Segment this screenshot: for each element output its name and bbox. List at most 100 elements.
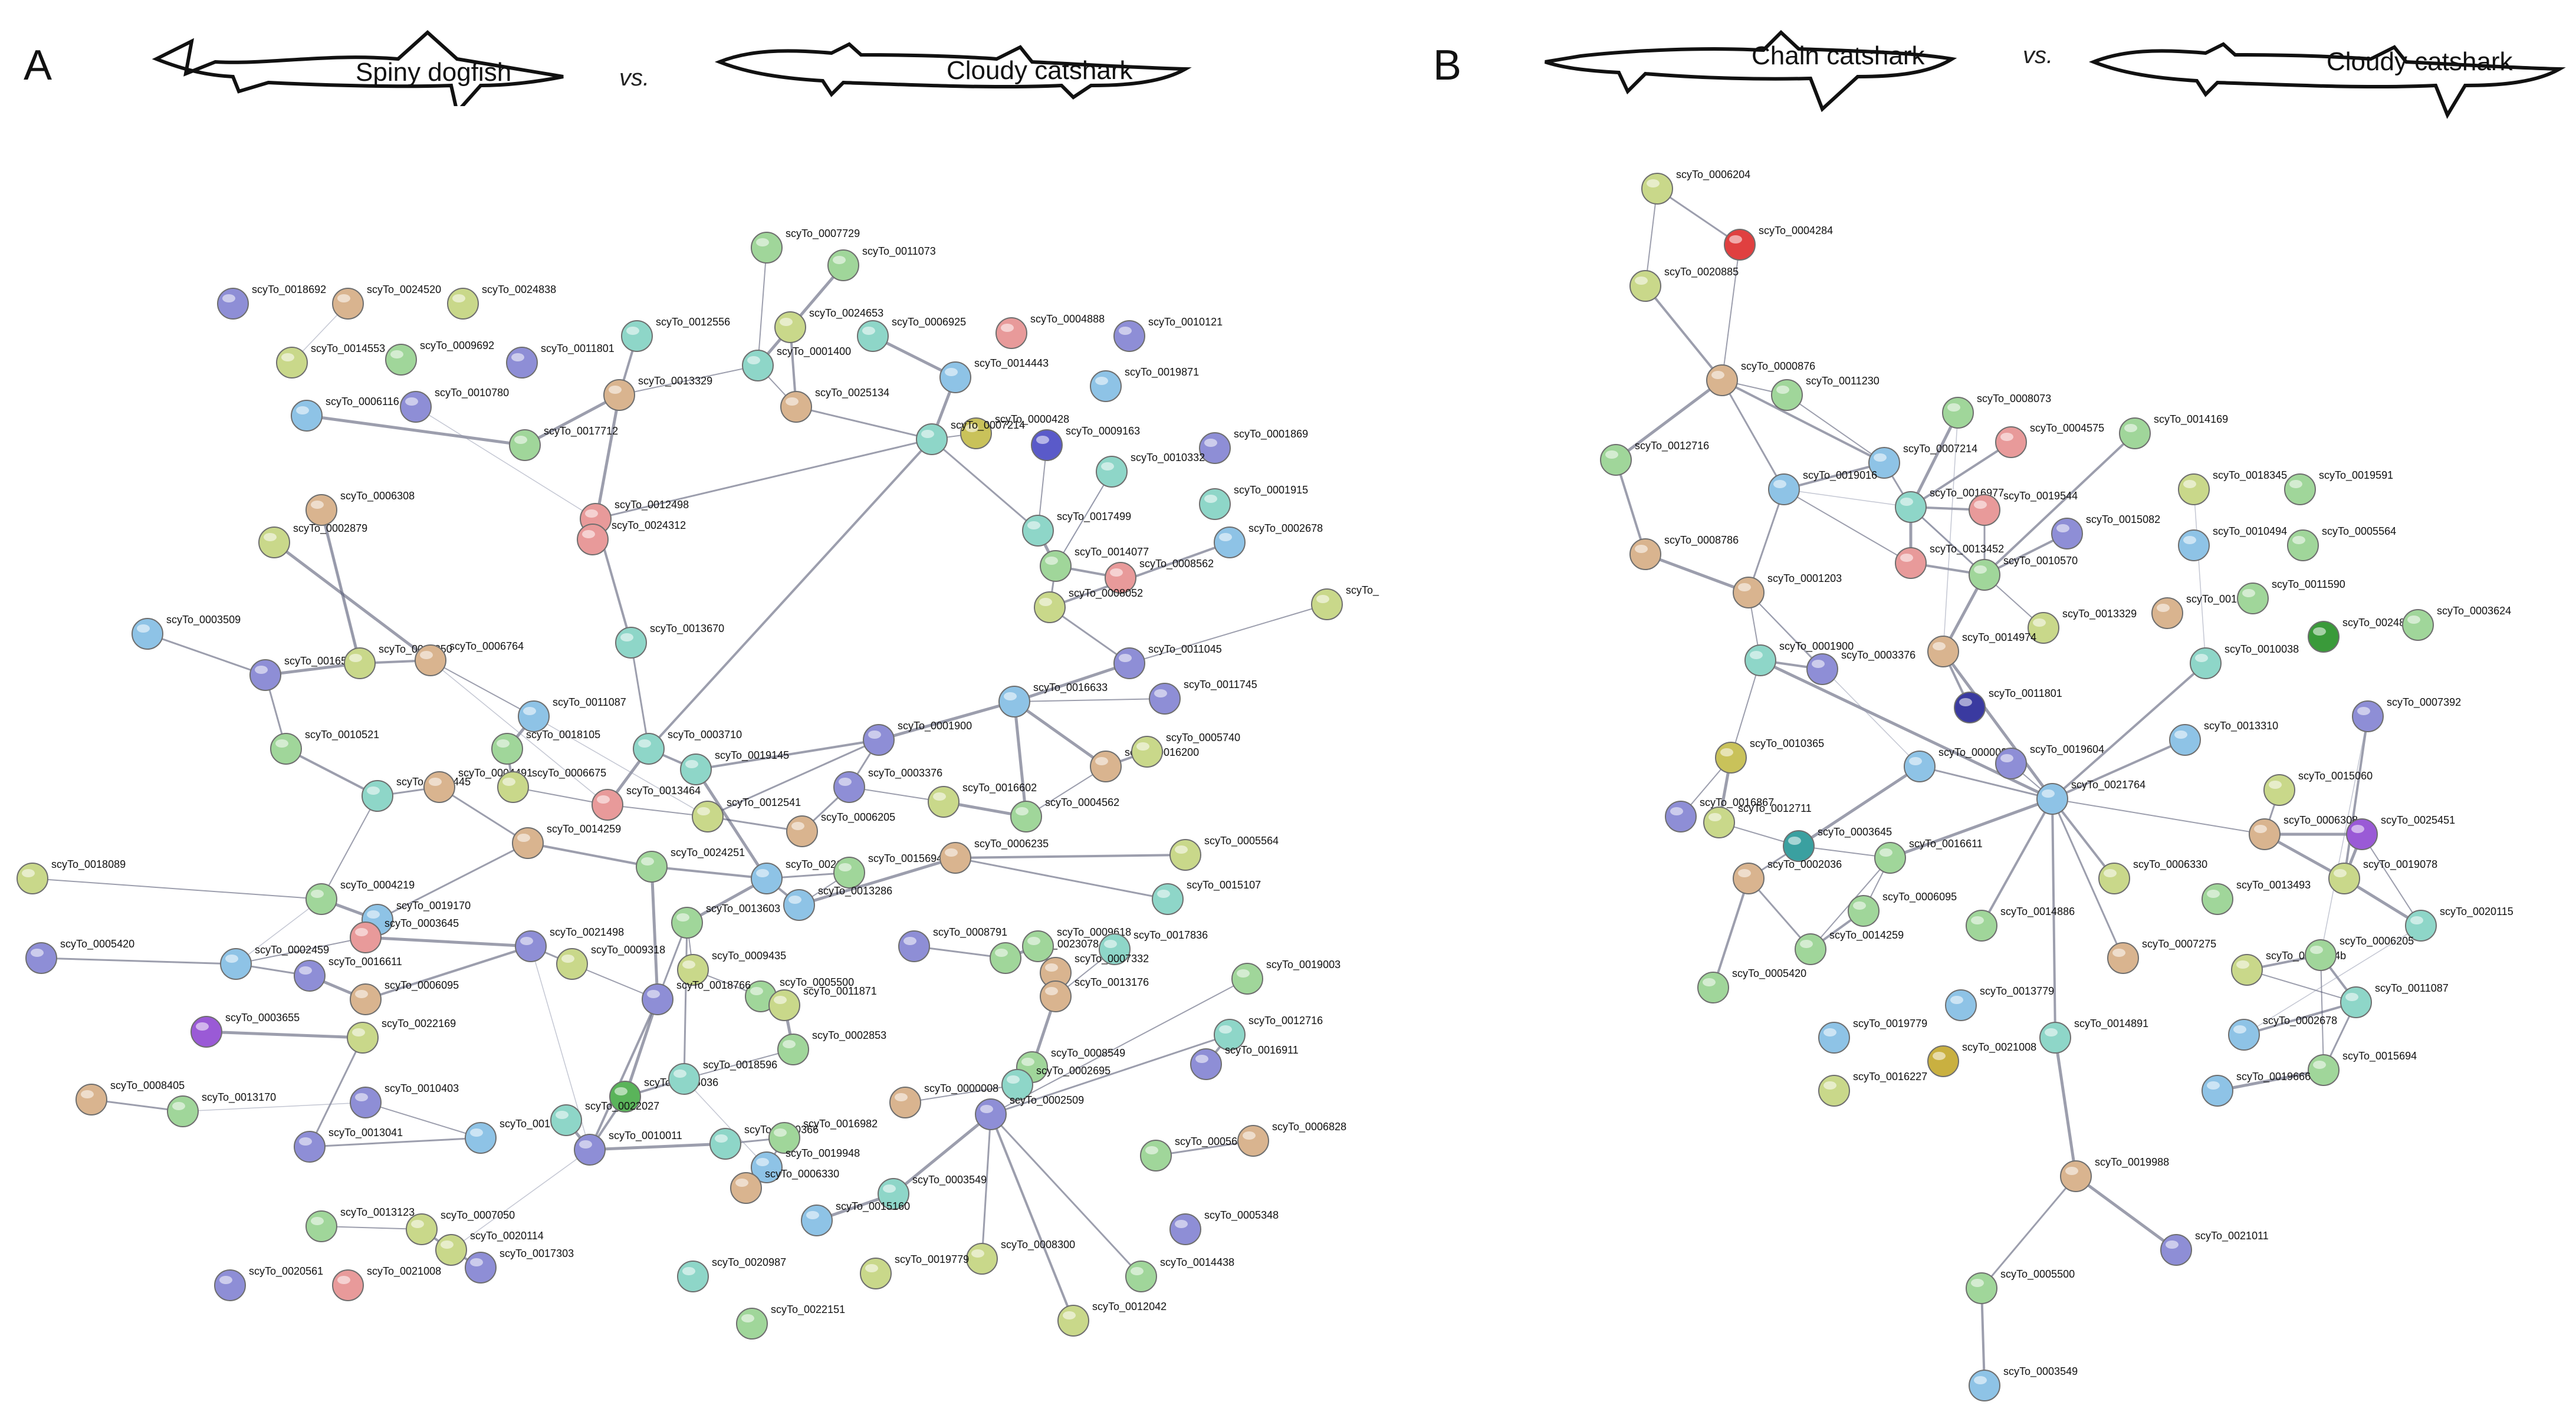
protein-node[interactable]: scyTo_0013670: [615, 623, 724, 659]
protein-node[interactable]: scyTo_0001915: [1199, 484, 1308, 520]
protein-node[interactable]: scyTo_0007445: [362, 776, 471, 812]
protein-node[interactable]: scyTo_0007275: [2107, 938, 2216, 974]
protein-node[interactable]: scyTo_0012498: [580, 499, 689, 535]
protein-node[interactable]: scyTo_0002459: [220, 944, 329, 980]
protein-node[interactable]: scyTo_0025451: [2346, 814, 2455, 850]
protein-node[interactable]: scyTo_0011801: [506, 343, 615, 379]
protein-node[interactable]: scyTo_0015694: [833, 853, 942, 889]
protein-node[interactable]: scyTo_0010494: [2178, 525, 2287, 561]
protein-node[interactable]: scyTo_0006235: [939, 838, 1049, 874]
protein-node[interactable]: scyTo_0003376: [833, 767, 942, 803]
protein-node[interactable]: scyTo_0022169: [347, 1018, 456, 1054]
protein-node[interactable]: scyTo_0002036: [1733, 858, 1842, 894]
protein-node[interactable]: scyTo_0011590: [2237, 578, 2345, 614]
protein-node[interactable]: scyTo_0021764: [2036, 779, 2145, 815]
protein-node[interactable]: scyTo_0011871: [768, 985, 877, 1021]
protein-node[interactable]: scyTo_0006205: [786, 811, 895, 847]
protein-node[interactable]: scyTo_0005564: [2287, 525, 2396, 561]
protein-node[interactable]: scyTo_0005500: [745, 976, 854, 1012]
protein-node[interactable]: scyTo_0014891: [2039, 1018, 2148, 1054]
protein-node[interactable]: scyTo_0014553: [276, 343, 385, 379]
protein-node[interactable]: scyTo_0019779: [1818, 1018, 1927, 1054]
protein-node[interactable]: scyTo_0006925: [857, 316, 966, 352]
protein-node[interactable]: scyTo_0011073: [827, 245, 936, 281]
protein-node[interactable]: scyTo_0006828: [1237, 1121, 1346, 1157]
protein-node[interactable]: scyTo_0019544: [1969, 490, 2078, 526]
protein-node[interactable]: scyTo_0021008: [332, 1265, 441, 1301]
protein-node[interactable]: scyTo_0014077: [1040, 546, 1149, 582]
protein-node[interactable]: scyTo_0008562: [1105, 558, 1214, 594]
protein-node[interactable]: scyTo_0004562: [1010, 797, 1119, 832]
protein-node[interactable]: scyTo_0003645: [350, 917, 459, 953]
protein-node[interactable]: scyTo_0000876: [1706, 360, 1815, 396]
protein-node[interactable]: scyTo_0010365: [1715, 738, 1824, 774]
protein-node[interactable]: scyTo_0010011: [574, 1130, 682, 1166]
protein-node[interactable]: scyTo_0016602: [928, 782, 1037, 818]
protein-node[interactable]: scyTo_0006330: [2098, 858, 2207, 894]
protein-node[interactable]: scyTo_0008052: [1034, 587, 1143, 623]
protein-node[interactable]: scyTo_0013310: [2169, 720, 2278, 756]
protein-node[interactable]: scyTo_0013123: [305, 1206, 415, 1242]
protein-node[interactable]: scyTo_0005564: [1169, 835, 1279, 871]
protein-node[interactable]: scyTo_0014443: [939, 357, 1049, 393]
protein-node[interactable]: scyTo_0019003: [1231, 959, 1340, 995]
protein-node[interactable]: scyTo_0015160: [801, 1200, 910, 1236]
protein-node[interactable]: scyTo_0018345: [2178, 469, 2287, 505]
protein-node[interactable]: scyTo_0014438: [1125, 1256, 1234, 1292]
protein-node[interactable]: scyTo_0020114: [435, 1230, 544, 1266]
protein-node[interactable]: scyTo_0006764: [415, 640, 524, 676]
protein-node[interactable]: scyTo_0002678: [1214, 522, 1323, 558]
protein-node[interactable]: scyTo_0010521: [270, 729, 379, 765]
protein-node[interactable]: scyTo_0010403: [350, 1082, 459, 1118]
protein-node[interactable]: scyTo_0011801: [1954, 687, 2062, 723]
protein-node[interactable]: scyTo_0001869: [1199, 428, 1308, 464]
protein-node[interactable]: scyTo_0020561: [214, 1265, 323, 1301]
protein-node[interactable]: scyTo_0013779: [1945, 985, 2054, 1021]
protein-node[interactable]: scyTo_0024251: [636, 847, 745, 883]
protein-node[interactable]: scyTo_0014259: [512, 823, 621, 859]
protein-node[interactable]: scyTo_0009318: [556, 944, 665, 980]
protein-node[interactable]: scyTo_0006095: [350, 979, 459, 1015]
protein-node[interactable]: scyTo_0008073: [1942, 393, 2051, 429]
protein-node[interactable]: scyTo_0020115: [2405, 906, 2513, 942]
protein-node[interactable]: scyTo_0004284: [1724, 225, 1833, 261]
protein-node[interactable]: scyTo_0011230: [1771, 375, 1880, 411]
protein-node[interactable]: scyTo_0016611: [294, 956, 402, 992]
protein-node[interactable]: scyTo_0017836: [1099, 929, 1208, 965]
protein-node[interactable]: scyTo_0024877: [2308, 617, 2417, 653]
protein-node[interactable]: scyTo_0013286: [783, 885, 892, 921]
protein-node[interactable]: scyTo_0002678: [2228, 1015, 2337, 1051]
protein-node[interactable]: scyTo_0014886: [1966, 906, 2075, 942]
protein-node[interactable]: scyTo_0013603: [671, 903, 780, 939]
protein-node[interactable]: scyTo_0006205: [2305, 935, 2414, 971]
protein-node[interactable]: scyTo_0019604: [1995, 743, 2104, 779]
protein-node[interactable]: scyTo_0002509: [975, 1094, 1084, 1130]
protein-node[interactable]: scyTo_0020885: [1629, 266, 1739, 302]
protein-node[interactable]: scyTo_0019666: [2202, 1071, 2311, 1107]
protein-node[interactable]: scyTo_0012716: [1214, 1015, 1323, 1051]
protein-node[interactable]: scyTo_0005348: [1169, 1209, 1279, 1245]
protein-node[interactable]: scyTo_0015082: [2051, 514, 2160, 549]
protein-node[interactable]: scyTo_0012042: [1057, 1301, 1167, 1337]
protein-node[interactable]: scyTo_0008405: [75, 1080, 185, 1115]
protein-node[interactable]: scyTo_0004219: [305, 879, 415, 915]
protein-node[interactable]: scyTo_0002853: [777, 1029, 886, 1065]
protein-node[interactable]: scyTo_0003509: [132, 614, 241, 650]
protein-node[interactable]: scyTo_0008786: [1629, 534, 1739, 570]
protein-node[interactable]: scyTo_0005420: [1697, 968, 1806, 1003]
protein-node[interactable]: scyTo_: [1311, 584, 1379, 620]
protein-node[interactable]: scyTo_0016611: [1874, 838, 1983, 874]
protein-node[interactable]: scyTo_0015107: [1152, 879, 1261, 915]
protein-node[interactable]: scyTo_0016722: [465, 1118, 574, 1154]
protein-node[interactable]: scyTo_0019591: [2284, 469, 2393, 505]
protein-node[interactable]: scyTo_0020987: [677, 1256, 786, 1292]
protein-node[interactable]: scyTo_0019016: [1768, 469, 1877, 505]
protein-node[interactable]: scyTo_0001400: [742, 345, 851, 381]
protein-node[interactable]: scyTo_0011045: [1113, 643, 1222, 679]
protein-node[interactable]: scyTo_0018089: [17, 858, 126, 894]
protein-node[interactable]: scyTo_0014259: [1795, 929, 1904, 965]
protein-node[interactable]: scyTo_0004888: [995, 313, 1105, 349]
protein-node[interactable]: scyTo_0024520: [332, 284, 441, 320]
protein-node[interactable]: scyTo_0019145: [680, 749, 789, 785]
protein-node[interactable]: scyTo_0010332: [1096, 452, 1205, 488]
